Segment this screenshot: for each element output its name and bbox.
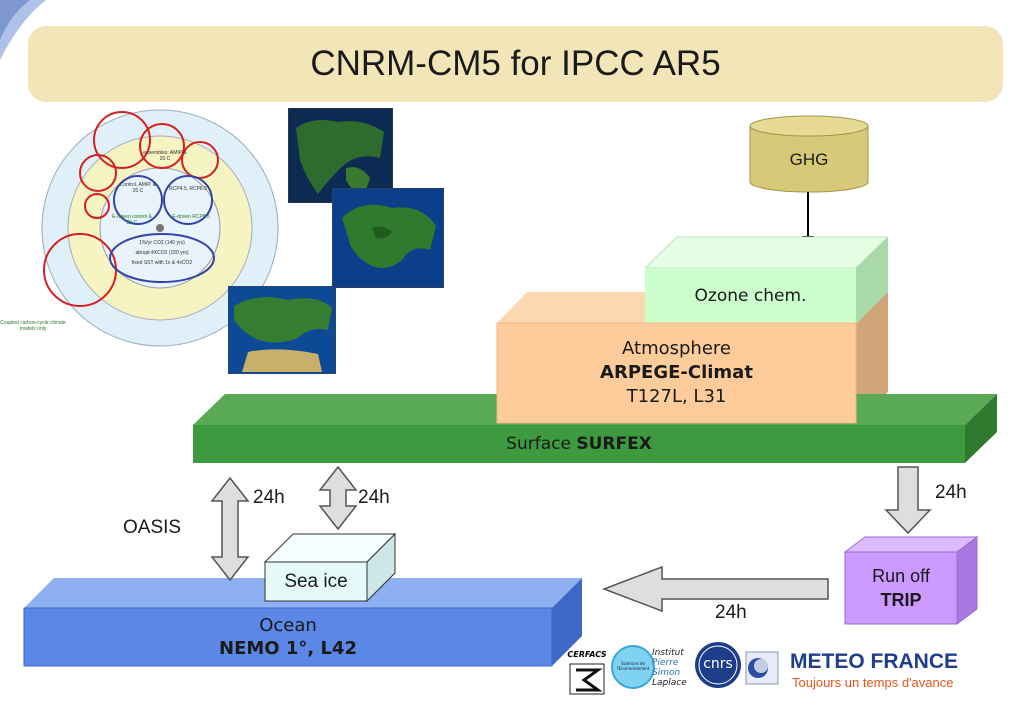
cmip5-experiment-diagram <box>41 109 279 347</box>
co2-exp-1: 1%/yr CO2 (140 yrs) <box>139 240 185 246</box>
carbon-cycle-caption: Coupled carbon-cycle climate models only <box>0 320 66 332</box>
cerfacs-logo-mark <box>569 663 605 695</box>
sea-ice-label: Sea ice <box>284 570 348 592</box>
corner-decoration <box>0 0 46 60</box>
surface-model-name: SURFEX <box>576 434 652 454</box>
runoff-line1: Run off <box>872 566 930 586</box>
ocean-line1: Ocean <box>259 615 317 636</box>
ipsl-line2: Pierre <box>652 658 679 668</box>
ensembles-label: ensembles: AMIP & 20 C <box>143 150 187 162</box>
ipsl-line1: Institut <box>652 648 684 658</box>
meteo-france-title: METEO FRANCE <box>790 650 958 673</box>
map-europe <box>332 188 444 288</box>
runoff-label: Run off TRIP <box>845 552 957 624</box>
sea-ice-box <box>263 532 397 603</box>
ghg-cylinder <box>749 115 869 193</box>
atmosphere-label: Atmosphere ARPEGE-Climat T127L, L31 <box>497 323 856 423</box>
surface-label: Surface SURFEX <box>193 425 965 463</box>
cnrs-logo-mark <box>695 642 741 688</box>
surface-runoff-frequency: 24h <box>935 482 967 503</box>
sciences-logo-text: Sciences de l'Environnement <box>616 661 650 671</box>
page-title: CNRM-CM5 for IPCC AR5 <box>310 44 721 83</box>
seaice-atmos-frequency: 24h <box>358 487 390 508</box>
atmosphere-line1: Atmosphere <box>622 338 731 359</box>
ocean-atmos-frequency: 24h <box>253 487 285 508</box>
rcp-label: RCP4.5, RCP8.5 <box>169 186 207 192</box>
meteo-france-logo-mark <box>745 651 779 685</box>
runoff-ocean-frequency: 24h <box>715 602 747 623</box>
map-mediterranean <box>228 286 336 374</box>
e-driven-rcp-label: E-driven RCP8.5 <box>172 214 210 220</box>
sciences-logo-mark <box>611 645 655 689</box>
ocean-label: Ocean NEMO 1°, L42 <box>24 608 552 666</box>
control-label: Control, AMIP, & 20 C <box>119 182 157 194</box>
ipsl-line4: Laplace <box>652 678 687 688</box>
title-bar <box>28 26 1003 102</box>
co2-exp-3: fixed SST with 1x & 4xCO2 <box>131 260 193 266</box>
atmosphere-resolution: T127L, L31 <box>626 386 727 407</box>
arrow-surface-runoff <box>884 466 932 535</box>
surface-prefix: Surface <box>506 434 577 454</box>
arrow-ocean-atmosphere <box>210 476 250 582</box>
cnrs-logo-text: cnrs <box>703 656 733 672</box>
oasis-label: OASIS <box>123 517 182 538</box>
e-driven-control-label: E-driven control & 20 C <box>112 214 152 226</box>
runoff-model-name: TRIP <box>880 590 922 610</box>
runoff-box <box>843 536 979 625</box>
arrow-seaice-atmosphere <box>318 465 358 531</box>
co2-exp-2: abrupt 4XCO2 (150 yrs) <box>135 250 189 256</box>
atmosphere-model-name: ARPEGE-Climat <box>600 362 753 383</box>
ozone-label: Ozone chem. <box>694 286 807 306</box>
meteo-france-tagline: Toujours un temps d'avance <box>792 675 954 690</box>
map-global <box>288 108 393 203</box>
ipsl-line3: Simon <box>652 668 681 678</box>
ocean-model-name: NEMO 1°, L42 <box>219 638 357 659</box>
ozone-box <box>643 236 890 324</box>
ghg-label: GHG <box>789 150 829 169</box>
ipsl-logo-text: Institut Pierre Simon Laplace <box>652 648 687 688</box>
arrow-runoff-ocean <box>601 565 829 613</box>
cerfacs-logo-text: CERFACS <box>567 650 607 659</box>
